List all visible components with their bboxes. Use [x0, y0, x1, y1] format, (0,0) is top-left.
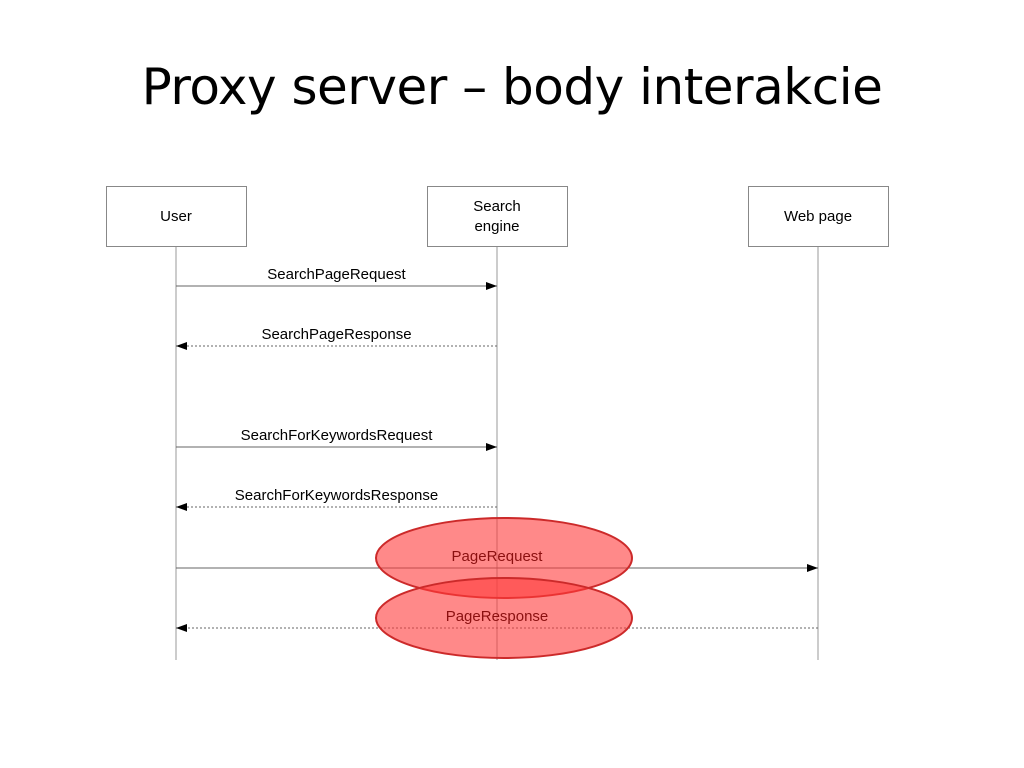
participant-label-user: User	[160, 208, 192, 225]
participant-box-user	[106, 186, 247, 247]
participant-box-search-engine	[427, 186, 568, 247]
message-label-pagerequest: PageRequest	[452, 548, 544, 565]
message-label-searchpagerequest: SearchPageRequest	[267, 266, 406, 283]
message-label-searchpageresponse: SearchPageResponse	[261, 326, 411, 343]
highlight-ellipse-pageresponse	[375, 577, 633, 659]
message-label-searchforkeywordsrequest: SearchForKeywordsRequest	[241, 427, 434, 444]
participant-label-search-engine: engine	[474, 218, 519, 235]
participant-label-search-engine: Search	[473, 198, 521, 215]
participant-label-web-page: Web page	[784, 208, 852, 225]
message-label-searchforkeywordsresponse: SearchForKeywordsResponse	[235, 487, 438, 504]
message-label-pageresponse: PageResponse	[446, 608, 549, 625]
slide-title: Proxy server – body interakcie	[141, 58, 883, 116]
participant-box-web-page	[748, 186, 889, 247]
